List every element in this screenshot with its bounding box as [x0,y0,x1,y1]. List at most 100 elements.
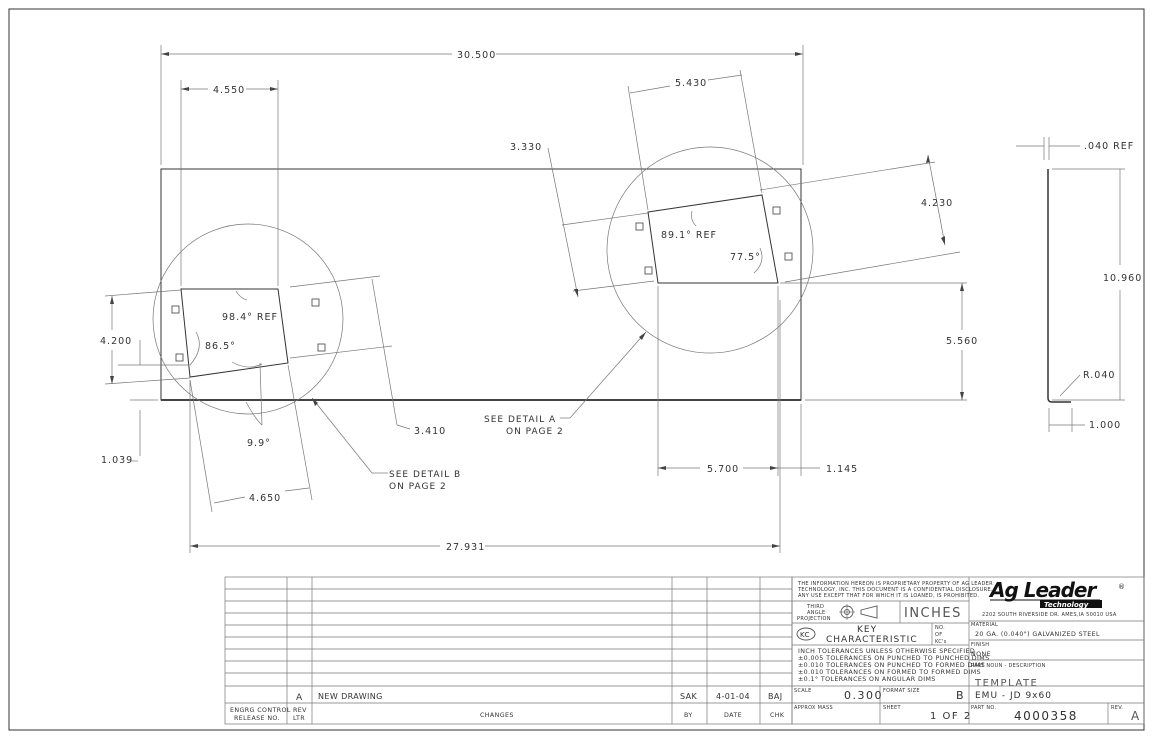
key-label: KEY [857,625,877,635]
kc-note-2: OF [935,632,942,638]
revision-change: NEW DRAWING [318,692,383,701]
sheet-border [8,8,1145,731]
tolerance-3: ±0.010 TOLERANCES ON PUNCHED TO FORMED D… [798,662,985,669]
dim-4-550: 4.550 [213,85,245,96]
projection-symbol-icon [839,604,878,620]
revision-chk: BAJ [768,692,783,701]
dimension-lines [104,45,967,553]
proprietary-2: TECHNOLOGY, INC. THIS DOCUMENT IS A CONF… [797,587,993,593]
right-cutout [647,194,779,284]
kc-note-1: NO. [935,625,945,631]
rev-value: A [1131,709,1141,723]
dimension-arrows [110,52,964,548]
hdr-chk: CHK [770,712,785,719]
tolerance-1: INCH TOLERANCES UNLESS OTHERWISE SPECIFI… [798,648,975,655]
part-desc-label: PART NOUN - DESCRIPTION [971,663,1046,669]
hdr-rev-2: LTR [293,715,305,722]
hdr-rev-1: REV [293,707,307,714]
angle-77-5: 77.5° [730,252,761,263]
finish-value: NONE [971,651,991,658]
detail-b-line2: ON PAGE 2 [389,482,447,492]
dim-1-000: 1.000 [1089,420,1121,431]
part-desc-2: EMU - JD 9x60 [975,691,1052,701]
dim-thickness-ref: .040 REF [1084,141,1134,152]
angle-arcs [189,210,763,426]
rev-label: REV. [1111,705,1123,711]
dim-30-500: 30.500 [457,50,496,61]
right-hole-1 [635,222,644,231]
dim-5-430: 5.430 [675,78,707,89]
side-view [1016,137,1125,432]
key-characteristic: CHARACTERISTIC [826,635,918,645]
finish-label: FINISH [971,642,989,648]
right-hole-4 [784,252,793,261]
tolerance-2: ±0.005 TOLERANCES ON PUNCHED TO PUNCHED … [798,655,989,662]
revision-table-grid [224,576,793,725]
title-block-grid [791,576,1145,725]
dim-1-145: 1.145 [826,464,858,475]
detail-b-circle [152,223,344,415]
detail-b-line1: SEE DETAIL B [389,470,461,480]
left-hole-2 [175,353,184,362]
kc-badge: KC [800,631,810,639]
material-label: MATERIAL [971,622,998,628]
hdr-changes: CHANGES [480,712,514,719]
company-address: 2202 SOUTH RIVERSIDE DR. AMES,IA 50010 U… [982,612,1117,618]
hdr-release-2: RELEASE NO. [234,715,280,722]
angle-89-1: 89.1° REF [661,230,717,241]
dim-4-200: 4.200 [100,336,132,347]
angle-86-5: 86.5° [205,341,236,352]
part-no-value: 4000358 [1014,709,1078,723]
dim-1-039: 1.039 [101,455,133,466]
dim-5-560: 5.560 [946,336,978,347]
angle-9-9: 9.9° [247,438,271,449]
format-label: FORMAT SIZE [883,688,920,694]
detail-a-line2: ON PAGE 2 [506,427,564,437]
left-hole-3 [311,298,320,307]
dim-10-960: 10.960 [1103,273,1142,284]
left-hole-1 [171,305,180,314]
hdr-release-1: ENGRG CONTROL [230,707,291,714]
kc-badge-icon [796,627,816,641]
proprietary-3: ANY USE EXCEPT THAT FOR WHICH IT IS LOAN… [798,593,979,599]
right-hole-2 [644,266,653,275]
mass-label: APPROX MASS [794,705,833,711]
svg-text:Technology: Technology [1044,601,1089,609]
detail-a-circle [606,146,814,354]
hdr-by: BY [684,712,693,719]
left-cutout [180,288,289,378]
revision-letter: A [296,693,303,703]
ag-leader-logo: Ag Leader Technology ® [988,578,1125,609]
proprietary-1: THE INFORMATION HEREON IS PROPRIETARY PR… [797,581,993,587]
dim-3-330: 3.330 [510,142,542,153]
material-value: 20 GA. (0.040") GALVANIZED STEEL [975,631,1100,638]
dim-4-230: 4.230 [921,198,953,209]
detail-a-line1: SEE DETAIL A [484,415,556,425]
units: INCHES [904,606,962,621]
scale-value: 0.300 [844,689,883,702]
scale-label: SCALE [794,688,812,694]
dim-5-700: 5.700 [707,464,739,475]
part-desc-1: TEMPLATE [974,678,1038,689]
dim-4-650: 4.650 [249,493,281,504]
revision-date: 4-01-04 [716,692,750,701]
sheet-label: SHEET [883,705,901,711]
revision-by: SAK [680,692,697,701]
format-value: B [956,689,965,702]
projection-1: THIRD [806,604,824,610]
left-hole-4 [317,343,326,352]
svg-text:Ag Leader: Ag Leader [988,578,1097,602]
projection-3: PROJECTION [797,616,831,622]
dim-3-410: 3.410 [414,426,446,437]
angle-98-4: 98.4° REF [222,312,278,323]
tolerance-4: ±0.010 TOLERANCES ON FORMED TO FORMED DI… [798,669,981,676]
dim-radius: R.040 [1083,370,1115,381]
dim-27-931: 27.931 [446,542,485,553]
projection-2: ANGLE [807,610,825,616]
svg-text:®: ® [1118,583,1125,591]
sheet-value: 1 OF 2 [930,711,972,722]
part-no-label: PART NO. [971,705,996,711]
hdr-date: DATE [724,712,742,719]
kc-note-3: KC's [935,639,947,645]
